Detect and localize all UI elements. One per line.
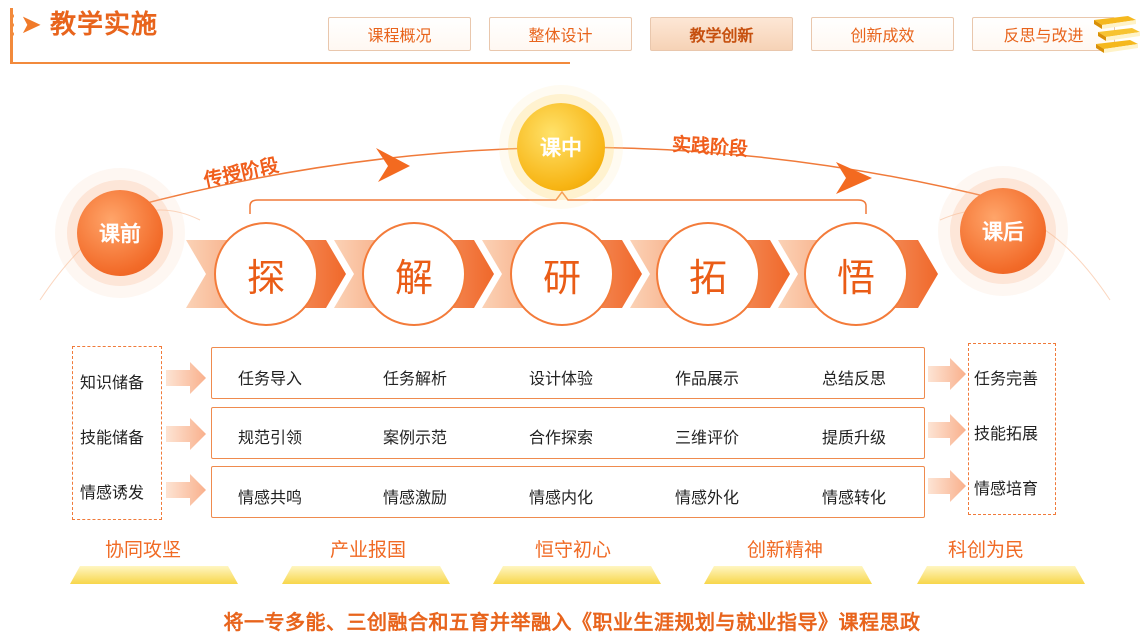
value-innovation-spirit: 创新精神 <box>747 539 824 561</box>
step-realize: 悟 <box>804 222 908 326</box>
teaching-flow-diagram: 课前 课中 课后 传授阶段 实践阶段 探 解 研 拓 悟 <box>0 70 1144 340</box>
step-research: 研 <box>510 222 614 326</box>
right-item-skills: 技能拓展 <box>974 424 1039 443</box>
arrow-right-icon <box>166 358 966 506</box>
tab-innovation-results[interactable]: 创新成效 <box>811 17 954 51</box>
cell-work-showcase: 作品展示 <box>675 369 740 388</box>
page-title: 教学实施 <box>50 10 159 40</box>
arc-arrow-right-icon <box>836 162 872 194</box>
cell-emotional-transformation: 情感转化 <box>822 488 887 507</box>
step-explore: 探 <box>214 222 318 326</box>
stage-in-class: 课中 <box>517 103 605 191</box>
books-icon <box>1094 16 1140 53</box>
left-item-emotion: 情感诱发 <box>80 483 145 502</box>
cell-quality-upgrade: 提质升级 <box>822 428 887 447</box>
flow-arcs <box>39 146 1111 301</box>
cell-norm-guidance: 规范引领 <box>238 428 303 447</box>
cell-3d-evaluation: 三维评价 <box>675 428 740 447</box>
cell-task-intro: 任务导入 <box>238 369 303 388</box>
dots-decoration <box>10 14 16 40</box>
step-analyze: 解 <box>362 222 466 326</box>
right-item-emotion: 情感培育 <box>974 479 1039 498</box>
tab-overall-design[interactable]: 整体设计 <box>489 17 632 51</box>
cell-cooperative-exploration: 合作探索 <box>529 428 594 447</box>
cell-emotional-externalization: 情感外化 <box>675 488 740 507</box>
cell-emotional-resonance: 情感共鸣 <box>238 488 303 507</box>
value-industry-service: 产业报国 <box>330 539 407 561</box>
nav-tabs: 课程概况 整体设计 教学创新 创新成效 反思与改进 <box>328 17 1115 51</box>
left-item-skills: 技能储备 <box>80 428 145 447</box>
step-expand: 拓 <box>656 222 760 326</box>
header: ➤ 教学实施 课程概况 整体设计 教学创新 创新成效 反思与改进 <box>0 0 1144 70</box>
row-skills <box>211 407 925 459</box>
cell-design-experience: 设计体验 <box>529 369 594 388</box>
left-item-knowledge: 知识储备 <box>80 373 145 392</box>
right-item-task: 任务完善 <box>974 369 1039 388</box>
cell-task-analysis: 任务解析 <box>383 369 448 388</box>
platform-bar-icon <box>70 566 1085 584</box>
tab-course-overview[interactable]: 课程概况 <box>328 17 471 51</box>
arc-arrow-left-icon <box>376 148 410 182</box>
title-frame <box>10 8 570 64</box>
cell-emotional-internalization: 情感内化 <box>529 488 594 507</box>
row-arrows <box>166 358 966 506</box>
play-arrow-icon: ➤ <box>20 10 42 40</box>
value-original-aspiration: 恒守初心 <box>535 539 612 561</box>
footer-summary: 将一专多能、三创融合和五育并举融入《职业生涯规划与就业指导》课程思政 <box>223 610 921 634</box>
cell-emotional-incentive: 情感激励 <box>383 488 448 507</box>
tab-reflection-improvement[interactable]: 反思与改进 <box>972 17 1115 51</box>
stage-after-class: 课后 <box>960 188 1046 274</box>
row-tasks <box>211 347 925 399</box>
left-prep-box <box>72 346 162 520</box>
value-platforms <box>70 566 1085 584</box>
row-emotions <box>211 466 925 518</box>
value-innovation-for-people: 科创为民 <box>948 539 1025 561</box>
right-post-box <box>968 343 1056 515</box>
cell-summary-reflection: 总结反思 <box>822 369 887 388</box>
cell-case-demo: 案例示范 <box>383 428 448 447</box>
value-collaboration: 协同攻坚 <box>105 539 182 561</box>
stage-before-class: 课前 <box>77 190 163 276</box>
tab-teaching-innovation[interactable]: 教学创新 <box>650 17 793 51</box>
